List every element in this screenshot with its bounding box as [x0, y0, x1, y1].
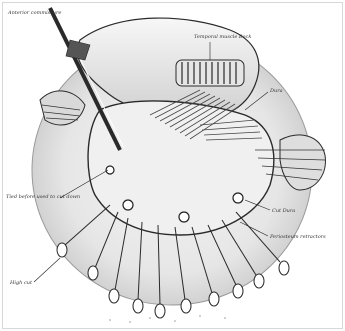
stipple — [109, 315, 226, 323]
label-high-text: High cut — [9, 280, 33, 286]
label-dura-text: Dura — [269, 88, 283, 94]
label-anterior-text: Anterior commissure — [7, 10, 61, 16]
label-tied-text: Tied before used to cut down — [6, 194, 80, 200]
label-traction-text: Periosteum retractors — [269, 234, 326, 240]
label-cut-text: Cut Dura — [272, 208, 295, 214]
label-anterior: Anterior commissure — [7, 10, 61, 16]
label-temporal-text: Temporal muscle Beck — [194, 34, 251, 40]
label-high: High cut — [9, 258, 60, 286]
temporal-muscle-clamps — [176, 60, 244, 86]
